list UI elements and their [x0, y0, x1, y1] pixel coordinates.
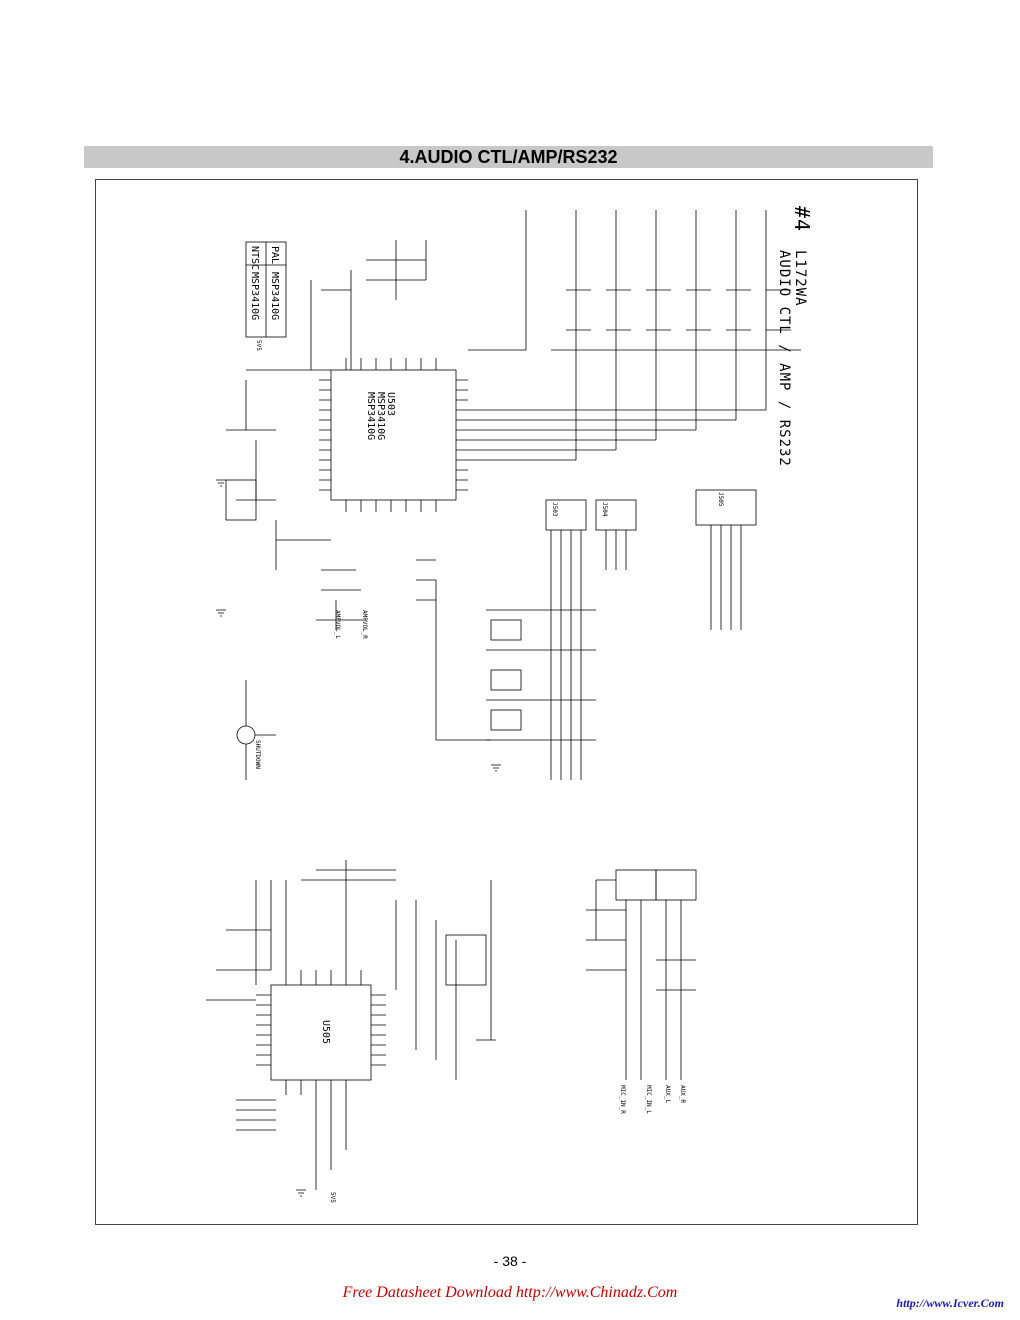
ic-u505-ref: U505: [320, 1020, 331, 1045]
net-label-5v5-bottom: 5V5: [329, 1192, 336, 1203]
net-label-aux-r: AUX_R: [679, 1085, 686, 1104]
ic-u503-part-b: MSP3410G: [365, 392, 376, 441]
table-ntsc: NTSC: [249, 246, 260, 271]
connector-j503: [545, 499, 587, 531]
sheet-subtitle: AUDIO CTL / AMP / RS232: [776, 250, 792, 467]
ic-u503-ref: U503: [385, 392, 396, 417]
page-number: - 38 -: [493, 1253, 527, 1269]
net-label-5v5: 5V5: [255, 340, 262, 351]
net-label-aux-l: AUX_L: [664, 1085, 671, 1104]
table-pal: PAL: [269, 246, 280, 265]
connector-j505: [695, 489, 757, 526]
net-label-mic-in-l: MIC_IN_L: [645, 1085, 652, 1114]
pal-ntsc-table: [245, 241, 287, 338]
schematic-drawing: [206, 210, 801, 1197]
connector-j504-label: J504: [601, 502, 608, 517]
section-title-bar: 4.AUDIO CTL/AMP/RS232: [84, 146, 933, 168]
connector-j503-label: J503: [551, 502, 558, 517]
section-title: 4.AUDIO CTL/AMP/RS232: [399, 147, 618, 167]
footer-download-link[interactable]: Free Datasheet Download http://www.China…: [342, 1284, 678, 1301]
net-label-ampvol-l: AMPVOL_L: [334, 610, 341, 639]
table-pal-part: MSP3410G: [269, 272, 280, 321]
footer-icver-link[interactable]: http://www.Icver.Com: [896, 1296, 1004, 1310]
ic-u503-pins: [319, 358, 468, 512]
model-name: L172WA: [792, 250, 808, 307]
table-ntsc-part: MSP3410G: [249, 272, 260, 321]
ic-u503-part-a: MSP3410G: [375, 392, 386, 441]
schematic-frame: #4 L172WA AUDIO CTL / AMP / RS232 U503 M…: [95, 179, 918, 1225]
net-label-ampvol-r: AMPVOL_R: [361, 610, 368, 639]
net-label-shutdown: SHUTDOWN: [254, 740, 261, 769]
sheet-number: #4: [790, 206, 814, 233]
ic-u503-body: [330, 369, 457, 501]
resistor-columns: [551, 289, 801, 351]
net-label-mic-in-r: MIC_IN_R: [619, 1085, 626, 1114]
connector-j505-label: J505: [717, 492, 724, 507]
ic-u505-body: [270, 984, 372, 1081]
